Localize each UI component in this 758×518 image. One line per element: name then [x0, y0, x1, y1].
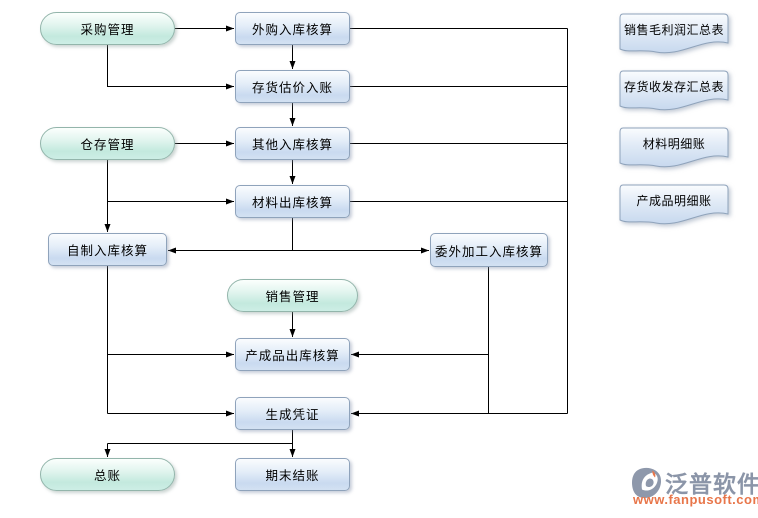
node-general-ledger: 总账	[40, 458, 175, 491]
node-inventory-valuation-entry: 存货估价入账	[235, 70, 350, 103]
document-shape-icon	[619, 13, 729, 54]
node-inventory-valuation-label: 存货估价入账	[251, 81, 333, 95]
edge-procurement-to-inventory-valuation	[107, 45, 234, 90]
report-inventory-in-out-summary: 存货收发存汇总表	[618, 70, 730, 116]
node-finished-outbound-label: 产成品出库核算	[245, 349, 340, 363]
node-self-made-inbound-label: 自制入库核算	[66, 244, 148, 258]
node-purchase-inbound-label: 外购入库核算	[251, 23, 333, 37]
logo-text: 泛普软件	[665, 471, 758, 497]
edge-voucher-down-split	[107, 430, 293, 444]
edge-warehouse-to-material-outbound	[107, 160, 234, 205]
node-material-outbound-label: 材料出库核算	[251, 196, 333, 210]
node-other-inbound-accounting: 其他入库核算	[235, 127, 350, 160]
node-material-outbound-accounting: 材料出库核算	[235, 185, 350, 218]
logo-url: www.fanpusoft.com	[633, 492, 758, 507]
node-finished-goods-outbound-accounting: 产成品出库核算	[235, 338, 350, 371]
report-material-detail-ledger: 材料明细账	[618, 127, 730, 173]
node-sales-management: 销售管理	[227, 279, 358, 312]
document-shape-icon	[619, 184, 729, 225]
node-procurement-label: 采购管理	[80, 23, 135, 37]
report-material-ledger-label: 材料明细账	[642, 137, 706, 151]
report-finished-goods-detail-ledger: 产成品明细账	[618, 184, 730, 230]
node-warehouse-management: 仓存管理	[40, 127, 175, 160]
node-outsourced-inbound-label: 委外加工入库核算	[434, 244, 543, 259]
report-sales-gross-profit-label: 销售毛利润汇总表	[623, 23, 724, 37]
node-general-ledger-label: 总账	[93, 469, 121, 483]
node-other-inbound-label: 其他入库核算	[251, 138, 333, 152]
node-outsourced-inbound-accounting: 委外加工入库核算	[430, 233, 548, 267]
report-inventory-in-out-label: 存货收发存汇总表	[623, 80, 724, 94]
node-period-end-closing-label: 期末结账	[265, 469, 320, 483]
node-self-made-inbound-accounting: 自制入库核算	[48, 233, 167, 266]
node-generate-voucher-label: 生成凭证	[265, 408, 320, 422]
report-sales-gross-profit-summary: 销售毛利润汇总表	[618, 13, 730, 59]
document-shape-icon	[619, 127, 729, 168]
node-purchase-inbound-accounting: 外购入库核算	[235, 12, 350, 45]
node-period-end-closing: 期末结账	[235, 458, 350, 491]
node-sales-label: 销售管理	[265, 290, 320, 304]
document-shape-icon	[619, 70, 729, 111]
fanpu-logo-icon	[632, 467, 662, 498]
node-procurement-management: 采购管理	[40, 12, 175, 45]
node-generate-voucher: 生成凭证	[235, 397, 350, 430]
node-warehouse-label: 仓存管理	[80, 138, 135, 152]
report-finished-goods-ledger-label: 产成品明细账	[636, 194, 712, 208]
logo: 泛普软件 www.fanpusoft.com	[629, 463, 758, 509]
